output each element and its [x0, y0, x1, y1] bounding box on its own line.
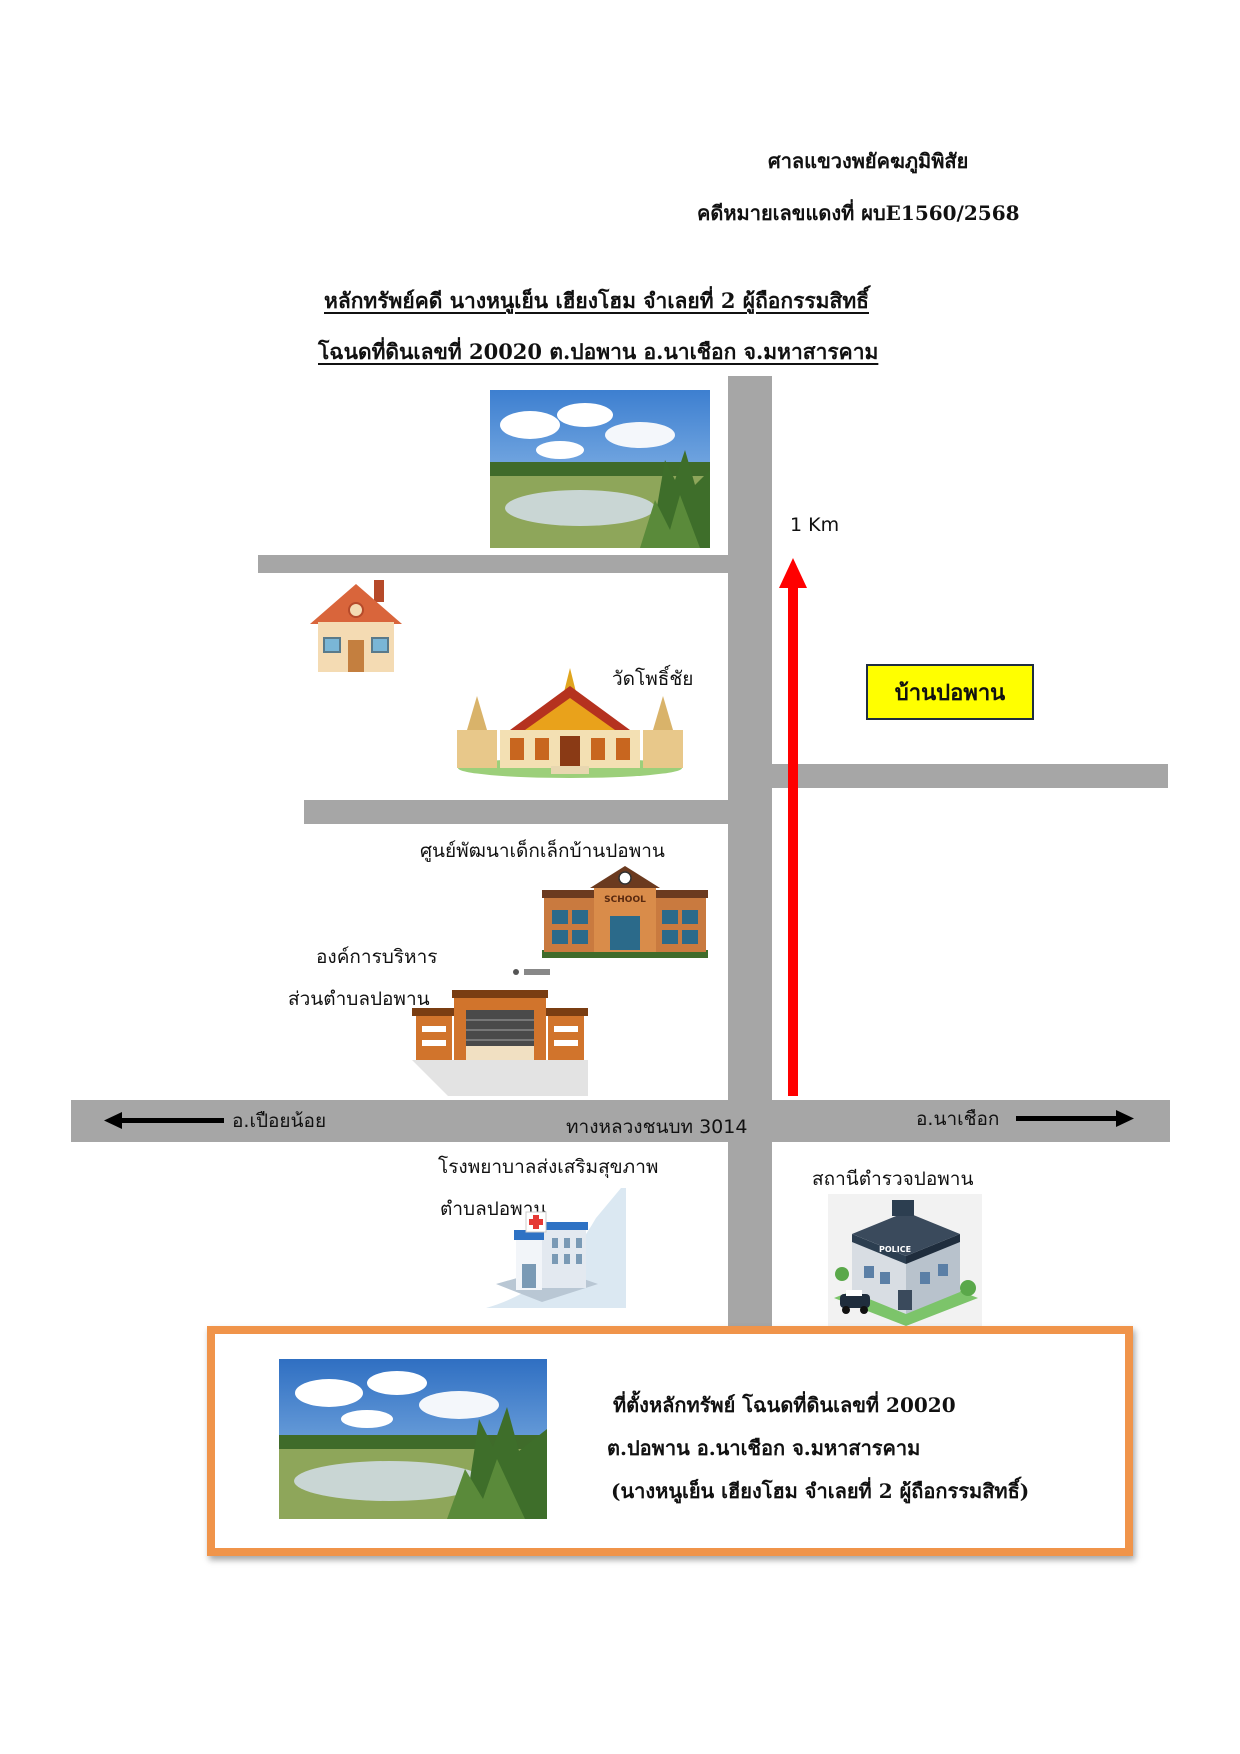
- main-road-vertical: [728, 376, 772, 1332]
- sao-office-icon: [412, 969, 588, 1096]
- property-location-box: ที่ตั้งหลักทรัพย์ โฉนดที่ดินเลขที่ 20020…: [207, 1326, 1133, 1556]
- highway-3014: [71, 1100, 1170, 1142]
- house-icon: [310, 580, 402, 672]
- road-mid-right: [772, 764, 1168, 788]
- property-photo: [279, 1359, 547, 1519]
- hospital-label-line-2: ตำบลปอพาน: [440, 1198, 547, 1220]
- sao-label-line-2: ส่วนตำบลปอพาน: [288, 988, 430, 1010]
- school-icon: SCHOOL: [542, 866, 708, 958]
- location-line-3: (นางหนูเย็น เฮียงโฮม จำเลยที่ 2 ผู้ถือกร…: [611, 1479, 1030, 1503]
- right-arrow-icon: [1016, 1110, 1134, 1127]
- location-line-1: ที่ตั้งหลักทรัพย์ โฉนดที่ดินเลขที่ 20020: [613, 1393, 956, 1417]
- right-direction-label: อ.นาเชือก: [916, 1108, 1000, 1130]
- school-sign-text: SCHOOL: [604, 895, 646, 905]
- police-label: สถานีตำรวจปอพาน: [812, 1168, 974, 1190]
- left-arrow-icon: [104, 1112, 224, 1129]
- road-mid-left: [304, 800, 728, 824]
- village-sign: บ้านปอพาน: [866, 664, 1034, 720]
- sao-label-line-1: องค์การบริหาร: [316, 946, 438, 968]
- school-label: ศูนย์พัฒนาเด็กเล็กบ้านปอพาน: [420, 840, 665, 862]
- hospital-label-line-1: โรงพยาบาลส่งเสริมสุขภาพ: [438, 1156, 659, 1178]
- left-direction-label: อ.เปือยน้อย: [232, 1110, 327, 1132]
- road-top-left: [258, 555, 728, 573]
- court-name: ศาลแขวงพยัคฆภูมิพิสัย: [768, 149, 969, 173]
- title-line-1: หลักทรัพย์คดี นางหนูเย็น เฮียงโฮม จำเลยท…: [324, 288, 869, 313]
- field-photo: [490, 390, 710, 548]
- north-arrow-icon: [779, 558, 807, 1096]
- case-number: คดีหมายเลขแดงที่ ผบE1560/2568: [697, 201, 1020, 225]
- temple-label: วัดโพธิ์ชัย: [612, 668, 694, 690]
- police-sign-text: POLICE: [879, 1245, 911, 1254]
- location-line-2: ต.ปอพาน อ.นาเชือก จ.มหาสารคาม: [607, 1436, 921, 1460]
- temple-icon: [457, 668, 683, 778]
- police-station-icon: POLICE: [828, 1194, 982, 1330]
- highway-label: ทางหลวงชนบท 3014: [566, 1116, 748, 1138]
- title-line-2: โฉนดที่ดินเลขที่ 20020 ต.ปอพาน อ.นาเชือก…: [318, 339, 879, 364]
- distance-label: 1 Km: [790, 514, 840, 536]
- hospital-icon: [486, 1188, 626, 1308]
